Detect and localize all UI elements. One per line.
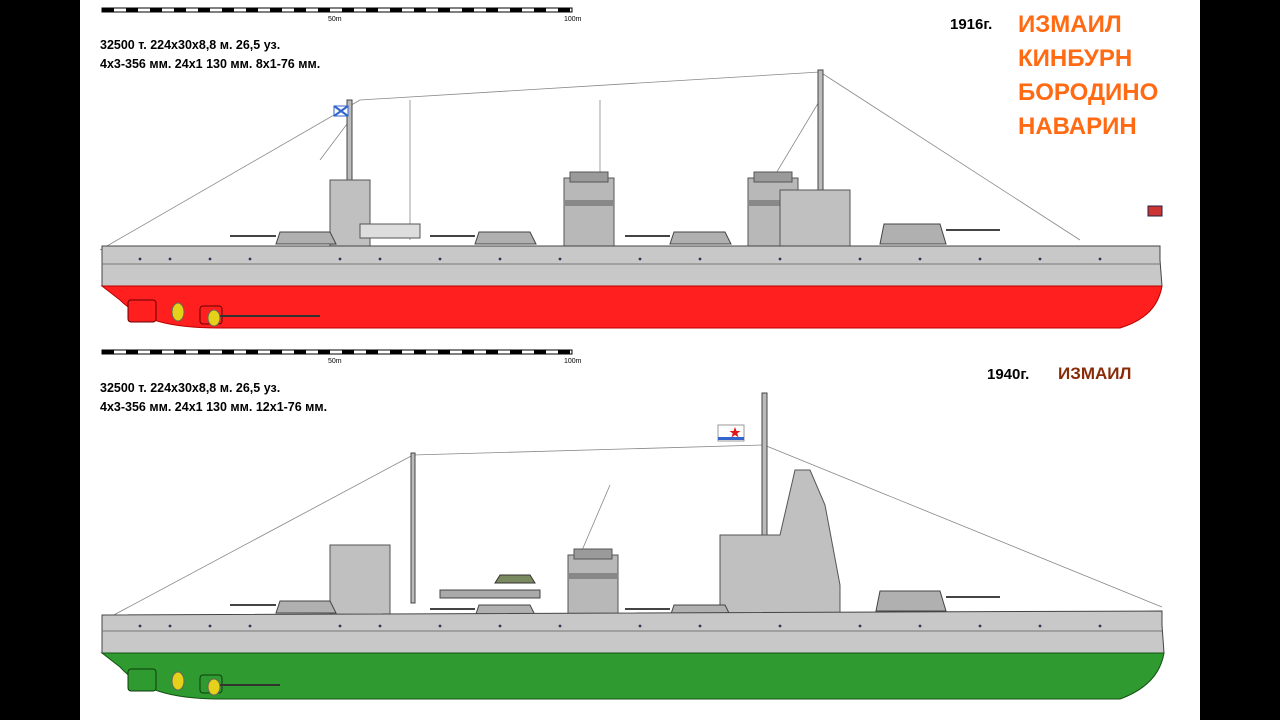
funnel bbox=[567, 548, 619, 620]
scale-mark-50m: 50m bbox=[328, 16, 342, 23]
ship-name: БОРОДИНО bbox=[1018, 79, 1159, 106]
scale-mark-50m: 50m bbox=[328, 358, 342, 365]
aft-tower bbox=[329, 544, 391, 616]
ship-name-1940: ИЗМАИЛ bbox=[1058, 364, 1132, 383]
portholes bbox=[138, 257, 1102, 261]
year-label-1940: 1940г. bbox=[987, 366, 1030, 383]
main-turrets bbox=[230, 223, 1000, 245]
propellers bbox=[127, 299, 320, 327]
rigging-lines bbox=[109, 444, 1163, 618]
ship-name: ИЗМАИЛ bbox=[1018, 11, 1122, 38]
boat-deck bbox=[359, 223, 421, 239]
scale-mark-100m: 100m bbox=[564, 16, 582, 23]
spec-line: 4х3-356 мм. 24х1 130 мм. 8х1-76 мм. bbox=[100, 57, 321, 71]
spec-line: 32500 т. 224х30х8,8 м. 26,5 уз. bbox=[100, 38, 281, 52]
spec-line: 4х3-356 мм. 24х1 130 мм. 12х1-76 мм. bbox=[100, 400, 328, 414]
seaplane bbox=[494, 574, 536, 584]
fore-tower bbox=[719, 469, 841, 616]
funnel bbox=[563, 171, 615, 253]
aft-bridge bbox=[779, 189, 851, 251]
battleship-profile-1940 bbox=[100, 392, 1165, 700]
hull-lower-green bbox=[100, 652, 1165, 700]
ship-name: НАВАРИН bbox=[1018, 113, 1137, 140]
aircraft-catapult bbox=[439, 589, 541, 599]
scale-mark-100m: 100m bbox=[564, 358, 582, 365]
ship-specs-1916: 32500 т. 224х30х8,8 м. 26,5 уз. 4х3-356 … bbox=[100, 36, 320, 74]
fore-bridge bbox=[329, 179, 371, 251]
spec-line: 32500 т. 224х30х8,8 м. 26,5 уз. bbox=[100, 381, 281, 395]
scale-bar-bottom: 50m 100m bbox=[101, 349, 582, 365]
portholes bbox=[138, 624, 1102, 628]
hull-upper bbox=[101, 245, 1163, 287]
propellers bbox=[127, 668, 280, 696]
year-label-1916: 1916г. bbox=[950, 16, 993, 33]
scale-bar-top: 50m 100m bbox=[101, 7, 582, 23]
jack-flag bbox=[1147, 205, 1163, 217]
red-star-icon bbox=[729, 427, 741, 438]
drawing-canvas: 50m 100m 32500 т. 224х30х8,8 м. 26,5 уз.… bbox=[80, 0, 1200, 720]
ship-names-list: ИЗМАИЛ КИНБУРН БОРОДИНО НАВАРИН bbox=[1018, 8, 1158, 144]
hull-upper bbox=[101, 610, 1165, 654]
ship-specs-1940: 32500 т. 224х30х8,8 м. 26,5 уз. 4х3-356 … bbox=[100, 379, 327, 417]
hull-lower-red bbox=[100, 285, 1163, 329]
battleship-profile-1916 bbox=[99, 69, 1163, 329]
ship-name: КИНБУРН bbox=[1018, 45, 1133, 72]
